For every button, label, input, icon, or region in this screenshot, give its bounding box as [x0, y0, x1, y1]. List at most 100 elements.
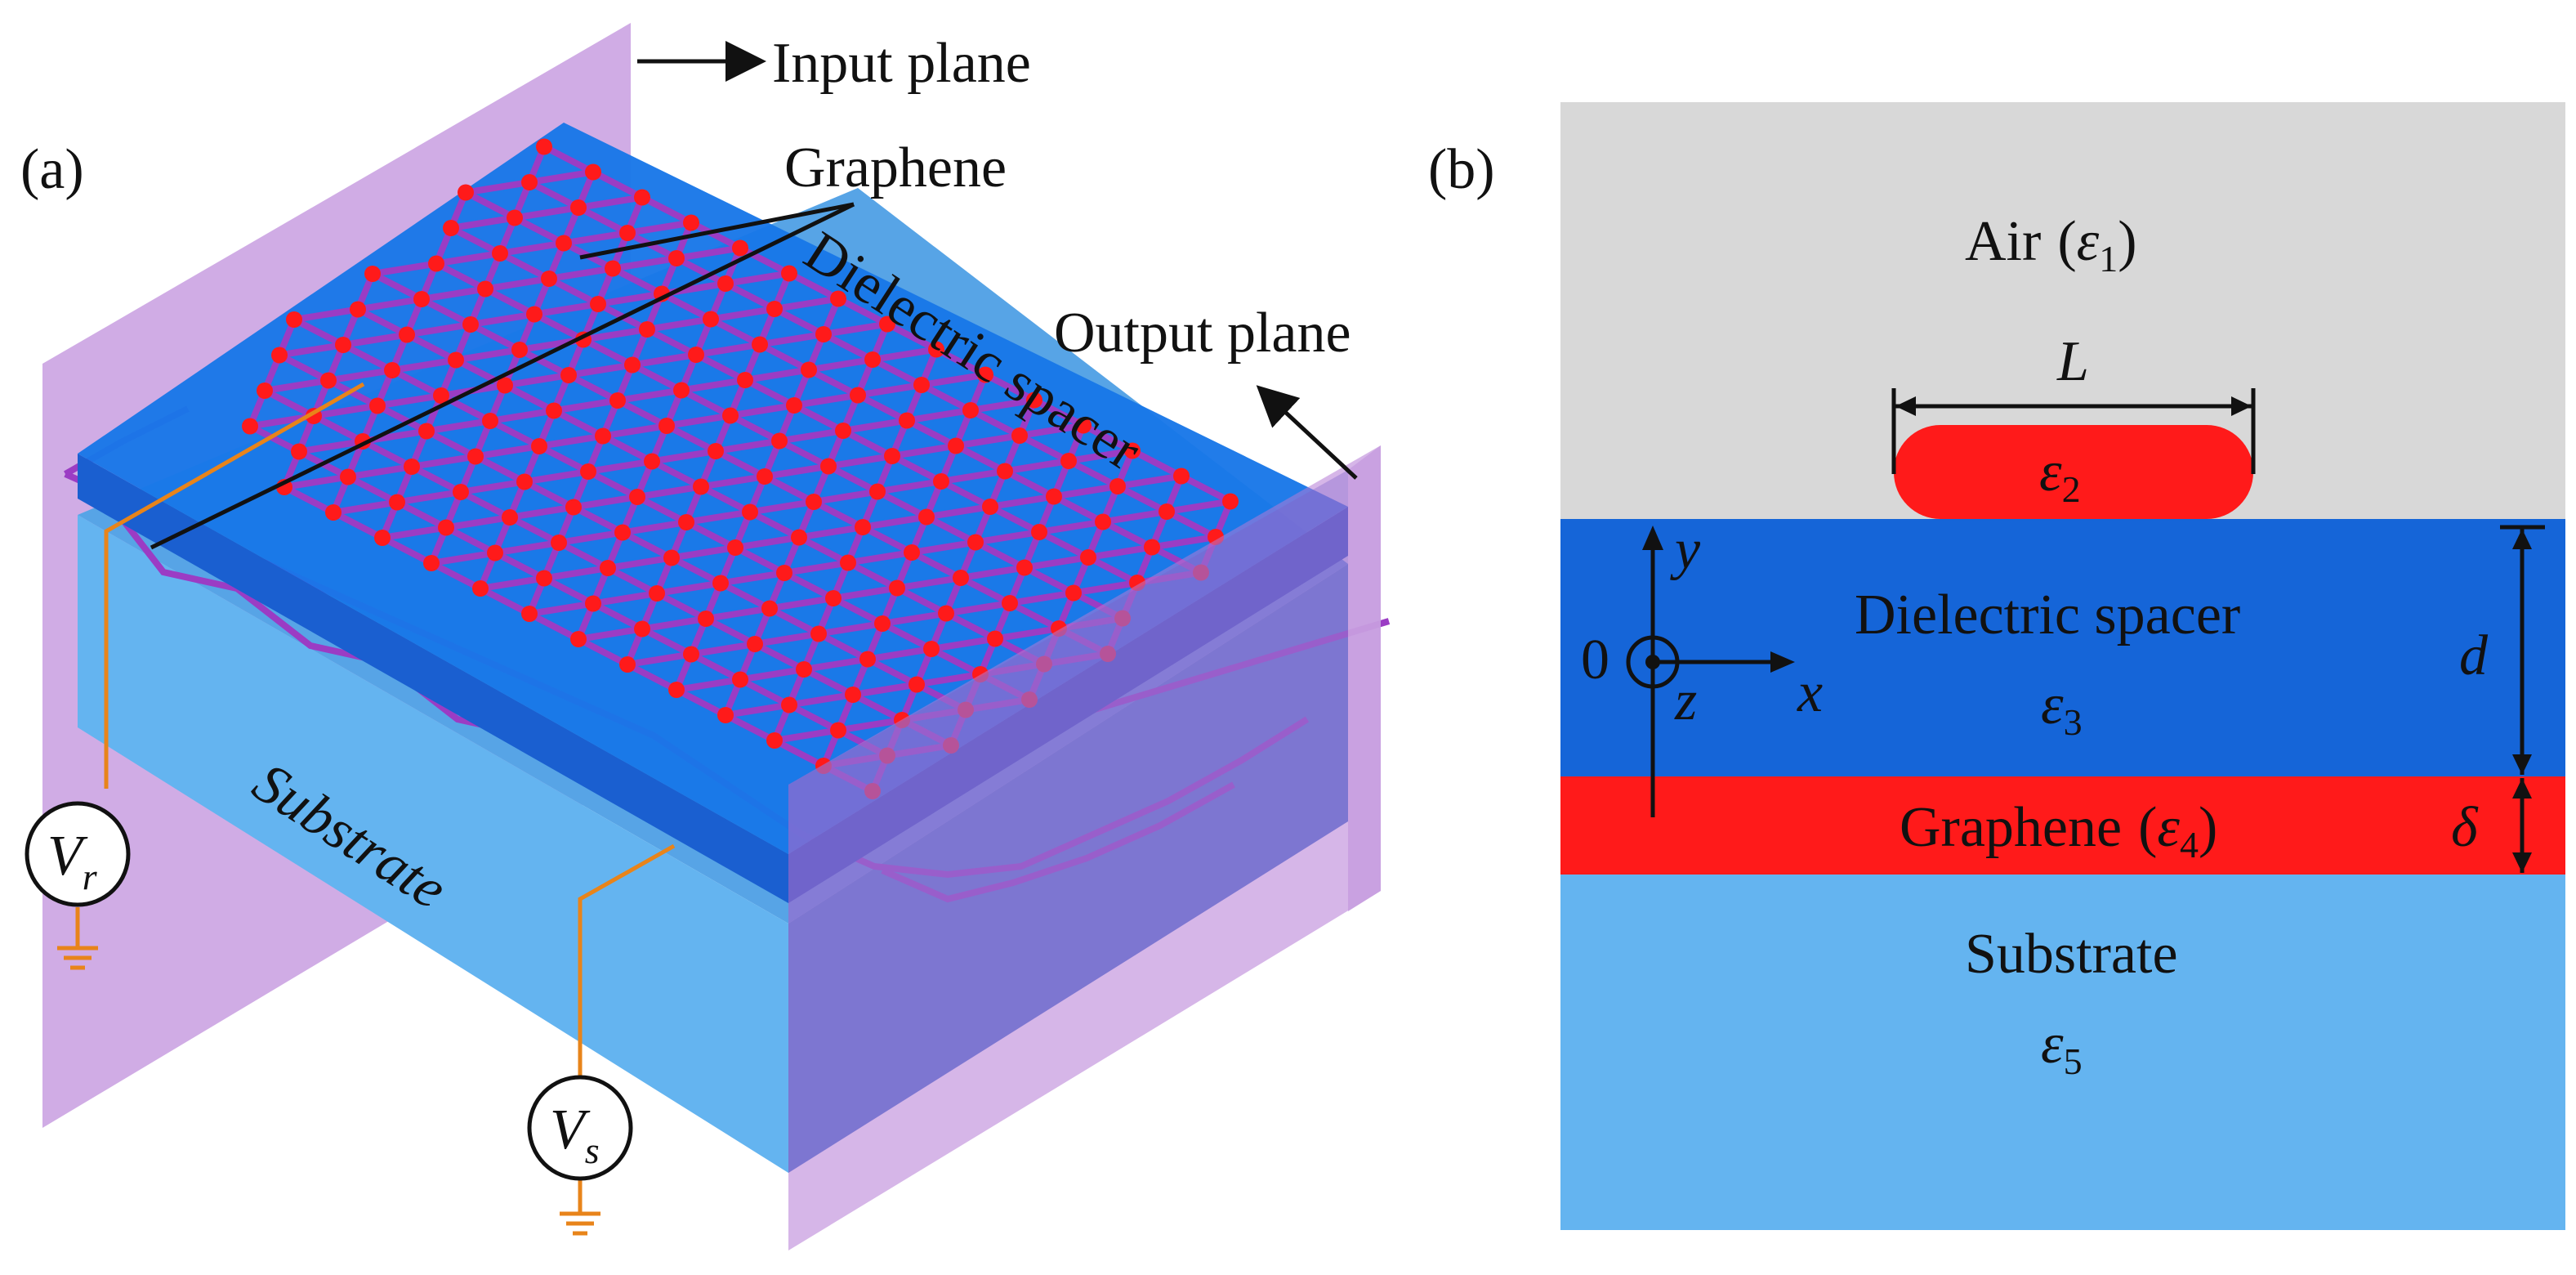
- graphene-bond: [425, 427, 477, 460]
- graphene-atom: [742, 503, 758, 521]
- graphene-atom: [619, 656, 636, 673]
- graphene-atom: [928, 341, 944, 358]
- graphene-atom: [448, 351, 464, 369]
- graphene-atom: [1159, 503, 1175, 520]
- graphene-atom: [629, 489, 645, 505]
- graphene-bond: [1019, 422, 1084, 439]
- graphene-atom: [433, 387, 449, 404]
- graphene-atom: [600, 560, 616, 576]
- graphene-atom: [634, 189, 650, 206]
- graphene-bond: [577, 204, 629, 236]
- graphene-atom: [605, 260, 621, 277]
- graphene-bond: [499, 239, 565, 257]
- graphene-bond: [690, 651, 742, 683]
- graphene-bond: [759, 331, 824, 348]
- panel-a: (a): [20, 23, 1391, 1250]
- graphene-bond: [695, 341, 761, 358]
- graphene-atom: [791, 529, 807, 546]
- graphene-bond: [730, 402, 795, 419]
- graphene-atom: [830, 722, 846, 739]
- graphene-bond: [1038, 529, 1090, 561]
- graphene-bond: [1082, 422, 1134, 454]
- graphene-bond: [548, 265, 614, 282]
- graphene-bond: [651, 448, 717, 465]
- graphene-atom: [967, 534, 984, 551]
- graphene-bond: [592, 168, 644, 201]
- graphene-atom: [1095, 513, 1111, 530]
- graphene-label: Graphene: [784, 136, 1007, 199]
- graphene-layer: [1560, 776, 2565, 875]
- graphene-bond: [498, 250, 551, 282]
- graphene-bond: [553, 397, 618, 414]
- graphene-bond: [617, 387, 682, 404]
- graphene-bond: [435, 260, 487, 293]
- graphene-bond: [587, 468, 639, 500]
- graphene-bond: [626, 230, 678, 262]
- graphene-bond: [361, 438, 413, 470]
- graphene-bond: [426, 418, 491, 435]
- graphene-bond: [1151, 534, 1217, 551]
- graphene-atom: [855, 519, 871, 535]
- graphene-bond: [454, 356, 507, 389]
- graphene-atom: [242, 418, 258, 435]
- graphene-ribbon: [1894, 425, 2253, 519]
- graphene-bond: [460, 478, 525, 495]
- graphene-bond: [802, 666, 855, 698]
- graphene-bond: [503, 382, 556, 414]
- graphene-atom: [492, 245, 508, 262]
- graphene-atom: [516, 473, 533, 490]
- graphene-atom: [688, 347, 704, 363]
- graphene-atom: [1016, 559, 1033, 576]
- graphene-bond: [538, 443, 590, 475]
- graphene-bond: [493, 549, 546, 582]
- graphene-bond: [774, 295, 839, 312]
- graphene-atom: [580, 463, 596, 480]
- graphene-bond: [489, 418, 541, 450]
- graphene-atom: [781, 265, 797, 282]
- graphene-bond: [675, 687, 727, 718]
- graphene-bond: [474, 453, 526, 485]
- graphene-atom: [1222, 493, 1239, 510]
- graphene-bond: [1023, 564, 1075, 597]
- graphene-bond: [533, 311, 585, 343]
- graphene-bond: [1165, 508, 1217, 540]
- graphene-atom: [340, 468, 356, 485]
- graphene-bond: [278, 351, 330, 384]
- graphene-bond: [734, 544, 786, 576]
- graphene-bond: [954, 442, 1007, 475]
- graphene-atom: [732, 671, 748, 688]
- graphene-atom: [987, 630, 1003, 647]
- graphene-bond: [1018, 432, 1070, 464]
- graphene-atom: [1080, 549, 1096, 566]
- graphene-bond: [382, 524, 447, 541]
- graphene-bond: [568, 361, 633, 378]
- graphene-bond: [916, 671, 981, 688]
- graphene-bond: [283, 473, 349, 490]
- spacer-name-label: Dielectric spacer: [1855, 584, 2240, 646]
- graphene-bond: [837, 295, 889, 328]
- graphene-bond: [1117, 472, 1182, 490]
- graphene-bond: [371, 271, 423, 302]
- input-plane-label: Input plane: [772, 32, 1031, 95]
- graphene-bond: [283, 484, 335, 516]
- graphene-thickness-label: δ: [2451, 796, 2479, 859]
- graphene-bond: [601, 432, 654, 465]
- graphene-bond: [818, 620, 883, 638]
- graphene-arrow-upper: [579, 202, 855, 260]
- graphene-bond: [676, 676, 741, 693]
- graphene-bond: [465, 179, 530, 196]
- graphene-atom: [1031, 524, 1047, 540]
- graphene-bond: [719, 579, 771, 612]
- graphene-bond: [494, 539, 560, 557]
- graphene-bond: [694, 351, 747, 383]
- graphene-bond: [823, 320, 888, 338]
- graphene-atom: [761, 600, 778, 617]
- graphene-atom: [634, 620, 650, 638]
- graphene-atom: [595, 427, 611, 445]
- graphene-bond: [970, 396, 1035, 414]
- graphene-bond: [739, 676, 791, 709]
- graphene-bond: [641, 194, 693, 226]
- graphene-atom: [913, 377, 930, 393]
- graphene-atom: [413, 291, 430, 307]
- graphene-atom: [859, 651, 876, 668]
